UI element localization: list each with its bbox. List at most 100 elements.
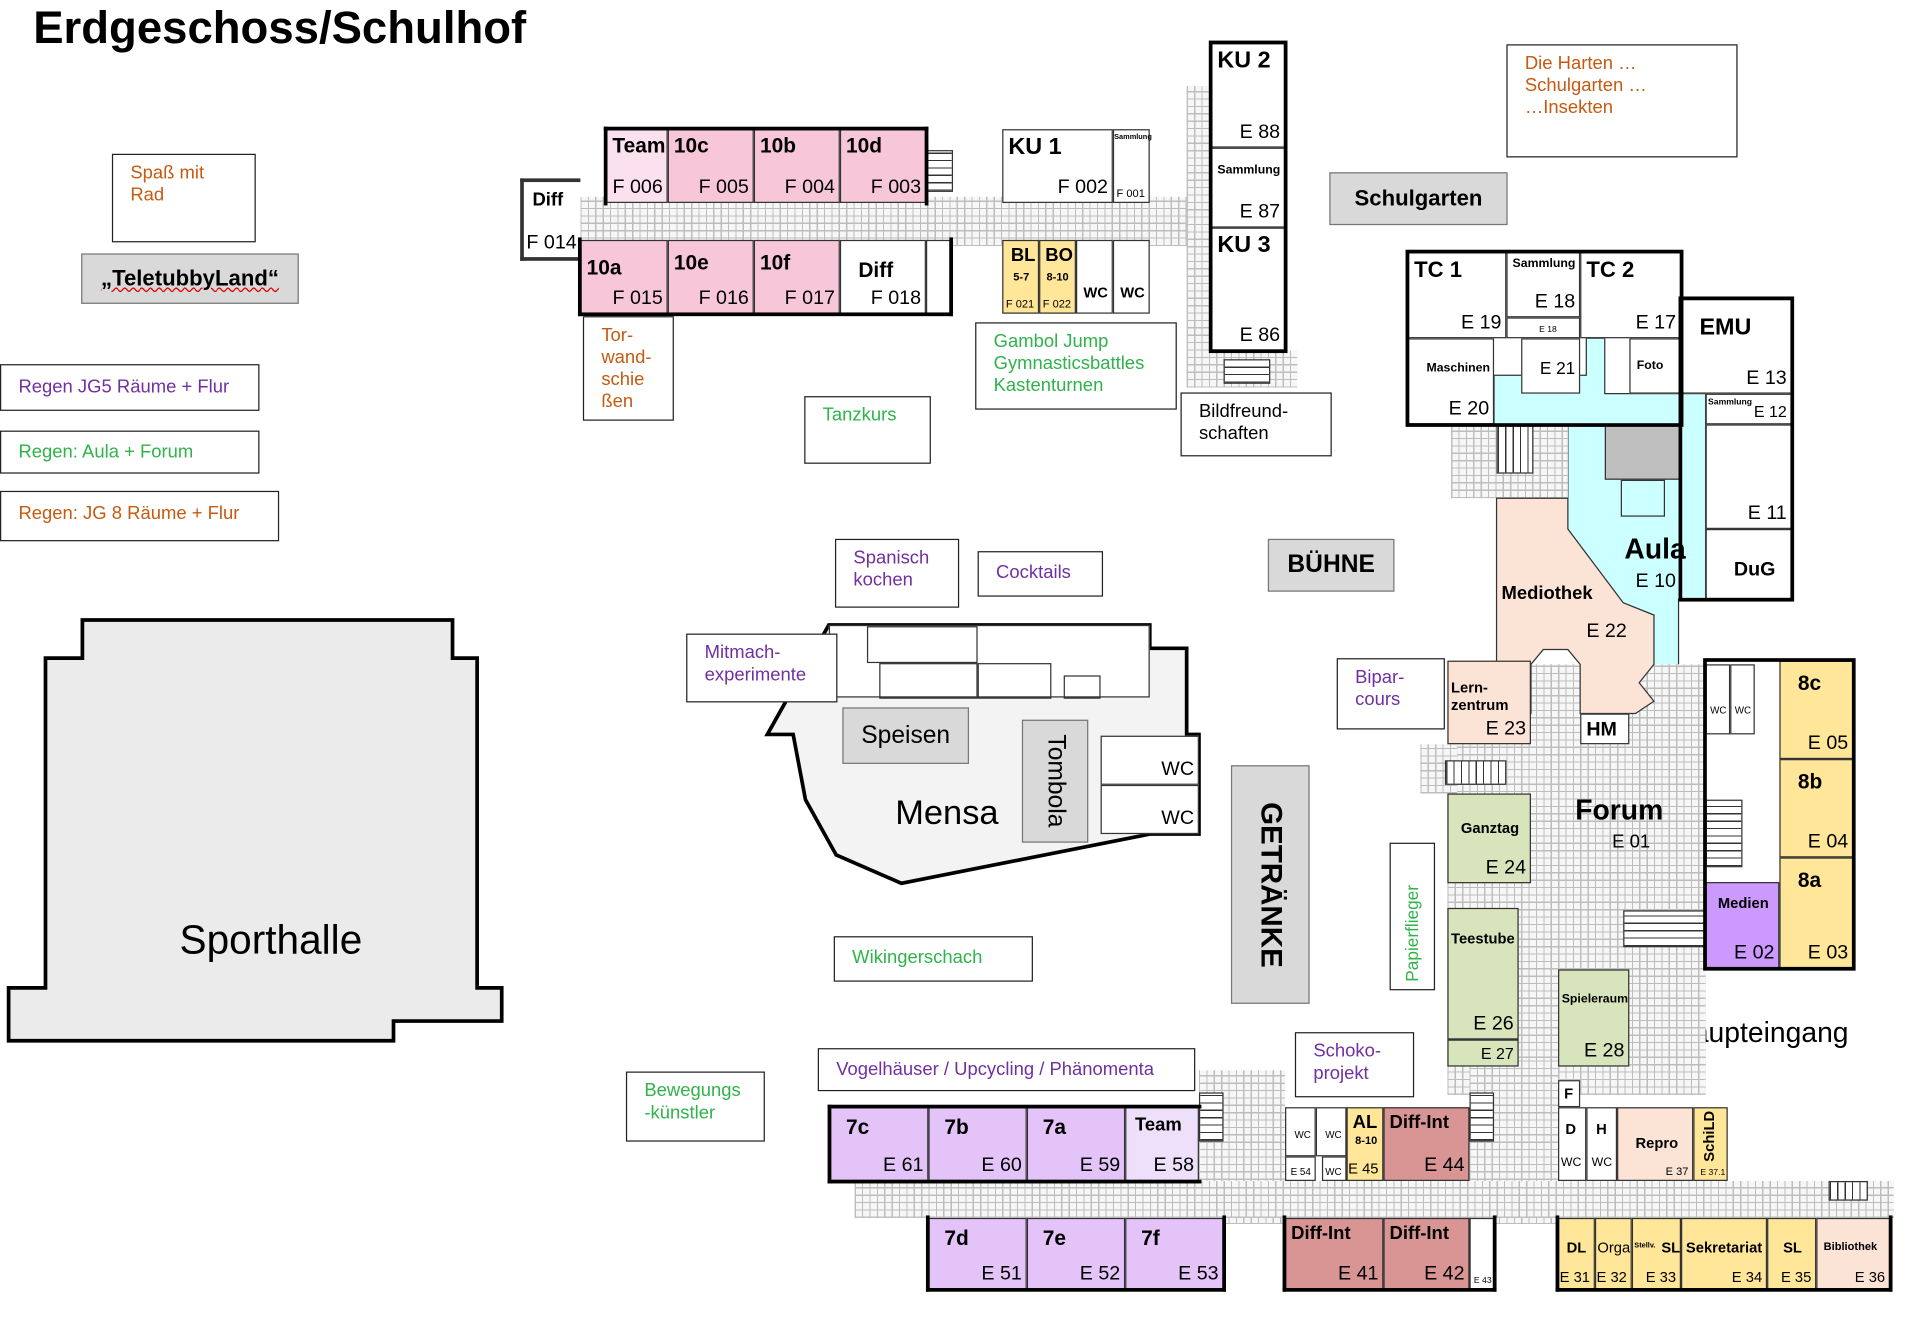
activity-regen-aula[interactable]: Regen: Aula + Forum (0, 430, 260, 474)
mediothek-label[interactable]: Mediothek (1501, 583, 1593, 605)
room-e54[interactable]: E 54 (1285, 1156, 1316, 1181)
activity-regen-jg8[interactable]: Regen: JG 8 Räume + Flur (0, 490, 280, 542)
room-foto[interactable]: Foto (1629, 338, 1681, 394)
activity-bildfreundschaften[interactable]: Bildfreund- schaften (1180, 392, 1332, 457)
room-wc[interactable]: WC (1112, 239, 1150, 314)
activity-teletubbyland[interactable]: „TeletubbyLand“ (81, 253, 299, 304)
activity-regen-jg5[interactable]: Regen JG5 Räume + Flur (0, 364, 260, 411)
activity-tanzkurs[interactable]: Tanzkurs (804, 396, 931, 464)
activity-vogelhaeuser[interactable]: Vogelhäuser / Upcycling / Phänomenta (817, 1048, 1196, 1092)
room-dug[interactable]: DuG (1705, 528, 1792, 600)
forum-label[interactable]: Forum (1575, 793, 1664, 826)
activity-wikingerschach[interactable]: Wikingerschach (833, 936, 1033, 982)
activity-buehne[interactable]: BÜHNE (1267, 538, 1395, 592)
activity-spanisch-kochen[interactable]: Spanisch kochen (834, 538, 960, 608)
activity-spass-rad[interactable]: Spaß mit Rad (111, 153, 256, 243)
activity-biparcours[interactable]: Bipar- cours (1336, 658, 1445, 730)
activity-papierflieger[interactable]: Papierflieger (1389, 842, 1436, 991)
activity-getraenke[interactable]: GETRÄNKE (1230, 765, 1310, 1004)
activity-schokoprojekt[interactable]: Schoko- projekt (1294, 1032, 1415, 1098)
room-f[interactable]: F (1558, 1080, 1581, 1108)
aula-label[interactable]: Aula (1624, 532, 1686, 565)
activity-die-harten[interactable]: Die Harten … Schulgarten … …Insekten (1506, 44, 1738, 158)
corridor-f (580, 196, 1187, 247)
activity-torwandschiessen[interactable]: Tor- wand- schie ßen (582, 316, 674, 421)
activity-schulgarten[interactable]: Schulgarten (1329, 172, 1508, 226)
room-e18-small[interactable]: E 18 (1506, 317, 1581, 339)
mensa-wc[interactable]: WC (1100, 735, 1199, 785)
room-wc[interactable]: WC (1705, 664, 1731, 735)
activity-bewegungskuenstler[interactable]: Bewegungs -künstler (625, 1071, 765, 1142)
activity-gambol-jump[interactable]: Gambol Jump Gymnasticsbattles Kastenturn… (975, 322, 1177, 410)
activity-speisen[interactable]: Speisen (842, 707, 970, 764)
room-e43[interactable]: E 43 (1469, 1217, 1495, 1290)
room-wc[interactable]: WC (1730, 664, 1755, 735)
mensa-wc[interactable]: WC (1100, 784, 1199, 835)
room-wc[interactable]: WC (1075, 239, 1113, 314)
activity-cocktails[interactable]: Cocktails (977, 551, 1104, 597)
room-e21[interactable]: E 21 (1521, 338, 1581, 394)
room-wc[interactable]: WC (1315, 1107, 1347, 1157)
stairs (1469, 1092, 1495, 1142)
room-wc[interactable]: WC (1321, 1156, 1347, 1181)
activity-tombola[interactable]: Tombola (1021, 719, 1089, 843)
activity-mitmachexperimente[interactable]: Mitmach- experimente (686, 633, 838, 703)
room-hm[interactable]: HM (1580, 713, 1630, 745)
room-e11[interactable]: E 11 (1705, 424, 1792, 529)
room-e27[interactable]: E 27 (1447, 1039, 1519, 1067)
room-wc[interactable]: WC (1285, 1107, 1316, 1157)
